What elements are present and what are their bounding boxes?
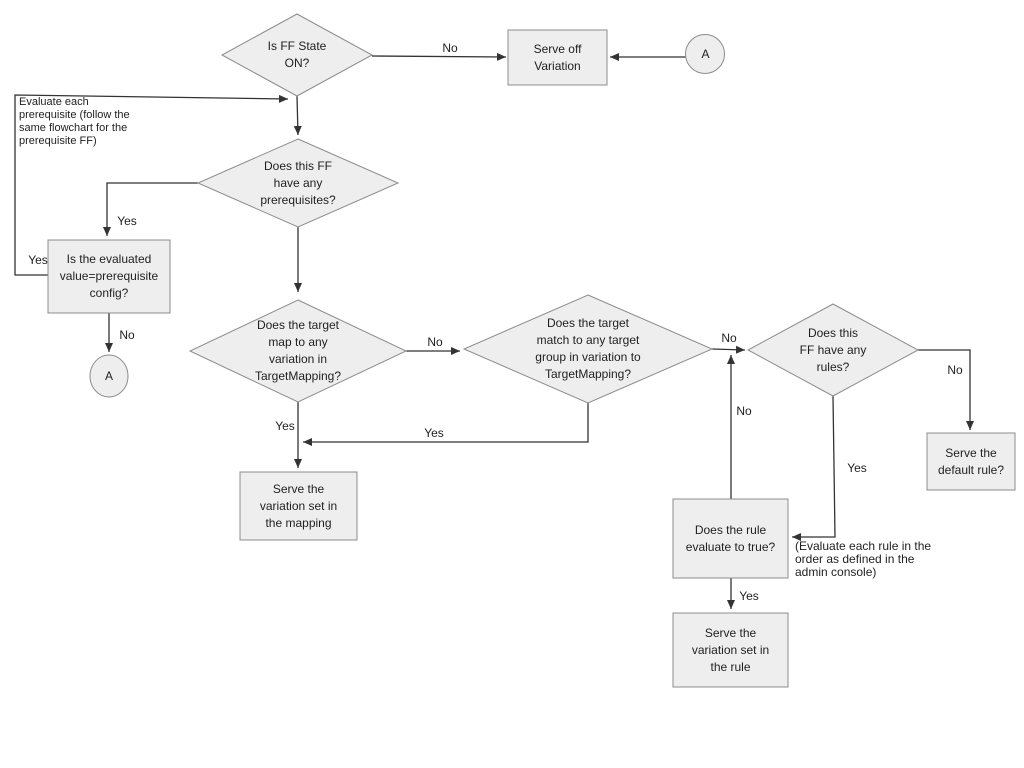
decision-is-ff-state-on-label: Is FF State ON? <box>267 39 327 70</box>
decision-target-maps-variation-label: Does the target map to any variation in … <box>254 318 342 383</box>
edge-label-rules-yes: Yes <box>847 461 867 475</box>
edge-group-no <box>711 345 746 354</box>
decision-is-ff-state-on <box>220 13 374 97</box>
connector-a-top-label: A <box>701 47 710 61</box>
decision-has-rules-label: Does this FF have any rules? <box>799 325 867 374</box>
edge-group-yes <box>303 403 589 446</box>
process-rule-evaluates-true-label: Does the rule evaluate to true? <box>685 522 776 554</box>
process-serve-off-variation <box>507 29 608 86</box>
edge-prereq-eval-yes-loop <box>14 94 289 276</box>
edge-ffstate-yes-down <box>293 95 302 136</box>
process-rule-evaluates-true <box>672 498 789 579</box>
edge-label-group-no: No <box>721 331 737 345</box>
edge-label-rule-eval-no: No <box>736 404 752 418</box>
annotation-prerequisite-note: Evaluate each prerequisite (follow the s… <box>19 96 130 147</box>
process-serve-rule-variation-label: Serve the variation set in the rule <box>691 625 770 674</box>
process-serve-off-variation-label: Serve off Variation <box>533 41 582 73</box>
edge-label-rule-eval-yes: Yes <box>739 589 759 603</box>
edge-prereq-yes <box>103 182 198 236</box>
decision-has-rules <box>746 303 920 397</box>
connector-a-bottom-label: A <box>104 368 113 383</box>
process-serve-default-rule-label: Serve the default rule? <box>937 445 1005 477</box>
decision-has-prerequisites <box>196 138 400 228</box>
edge-label-map-no: No <box>427 335 443 349</box>
edge-label-group-yes: Yes <box>424 426 444 440</box>
connector-a-bottom <box>89 354 129 398</box>
process-serve-default-rule <box>926 432 1016 491</box>
edge-label-prereq-loop-yes: Yes <box>28 253 48 267</box>
process-serve-rule-variation <box>672 612 789 688</box>
process-evaluated-value-config <box>47 239 171 314</box>
decision-target-matches-group-label: Does the target match to any target grou… <box>535 316 641 381</box>
process-evaluated-value-config-label: Is the evaluated value=prerequisite conf… <box>59 252 159 300</box>
edge-label-map-yes: Yes <box>275 419 295 433</box>
process-serve-mapping-variation-label: Serve the variation set in the mapping <box>259 481 338 530</box>
decision-target-matches-group <box>462 294 714 404</box>
decision-target-maps-variation <box>188 299 408 403</box>
edge-label-prereq-eval-no: No <box>119 328 135 342</box>
decision-has-prerequisites-label: Does this FF have any prerequisites? <box>260 158 336 207</box>
edge-label-prereq-yes: Yes <box>117 214 137 228</box>
edge-rules-yes <box>792 395 836 541</box>
annotation-rule-order-note: (Evaluate each rule in the order as defi… <box>795 539 932 579</box>
edge-label-ffstate-no: No <box>442 41 458 55</box>
process-serve-mapping-variation <box>239 471 358 541</box>
edge-ffstate-no <box>371 52 507 61</box>
edge-rules-no <box>918 349 974 430</box>
edge-label-rules-no: No <box>947 363 963 377</box>
connector-a-top <box>685 34 725 74</box>
